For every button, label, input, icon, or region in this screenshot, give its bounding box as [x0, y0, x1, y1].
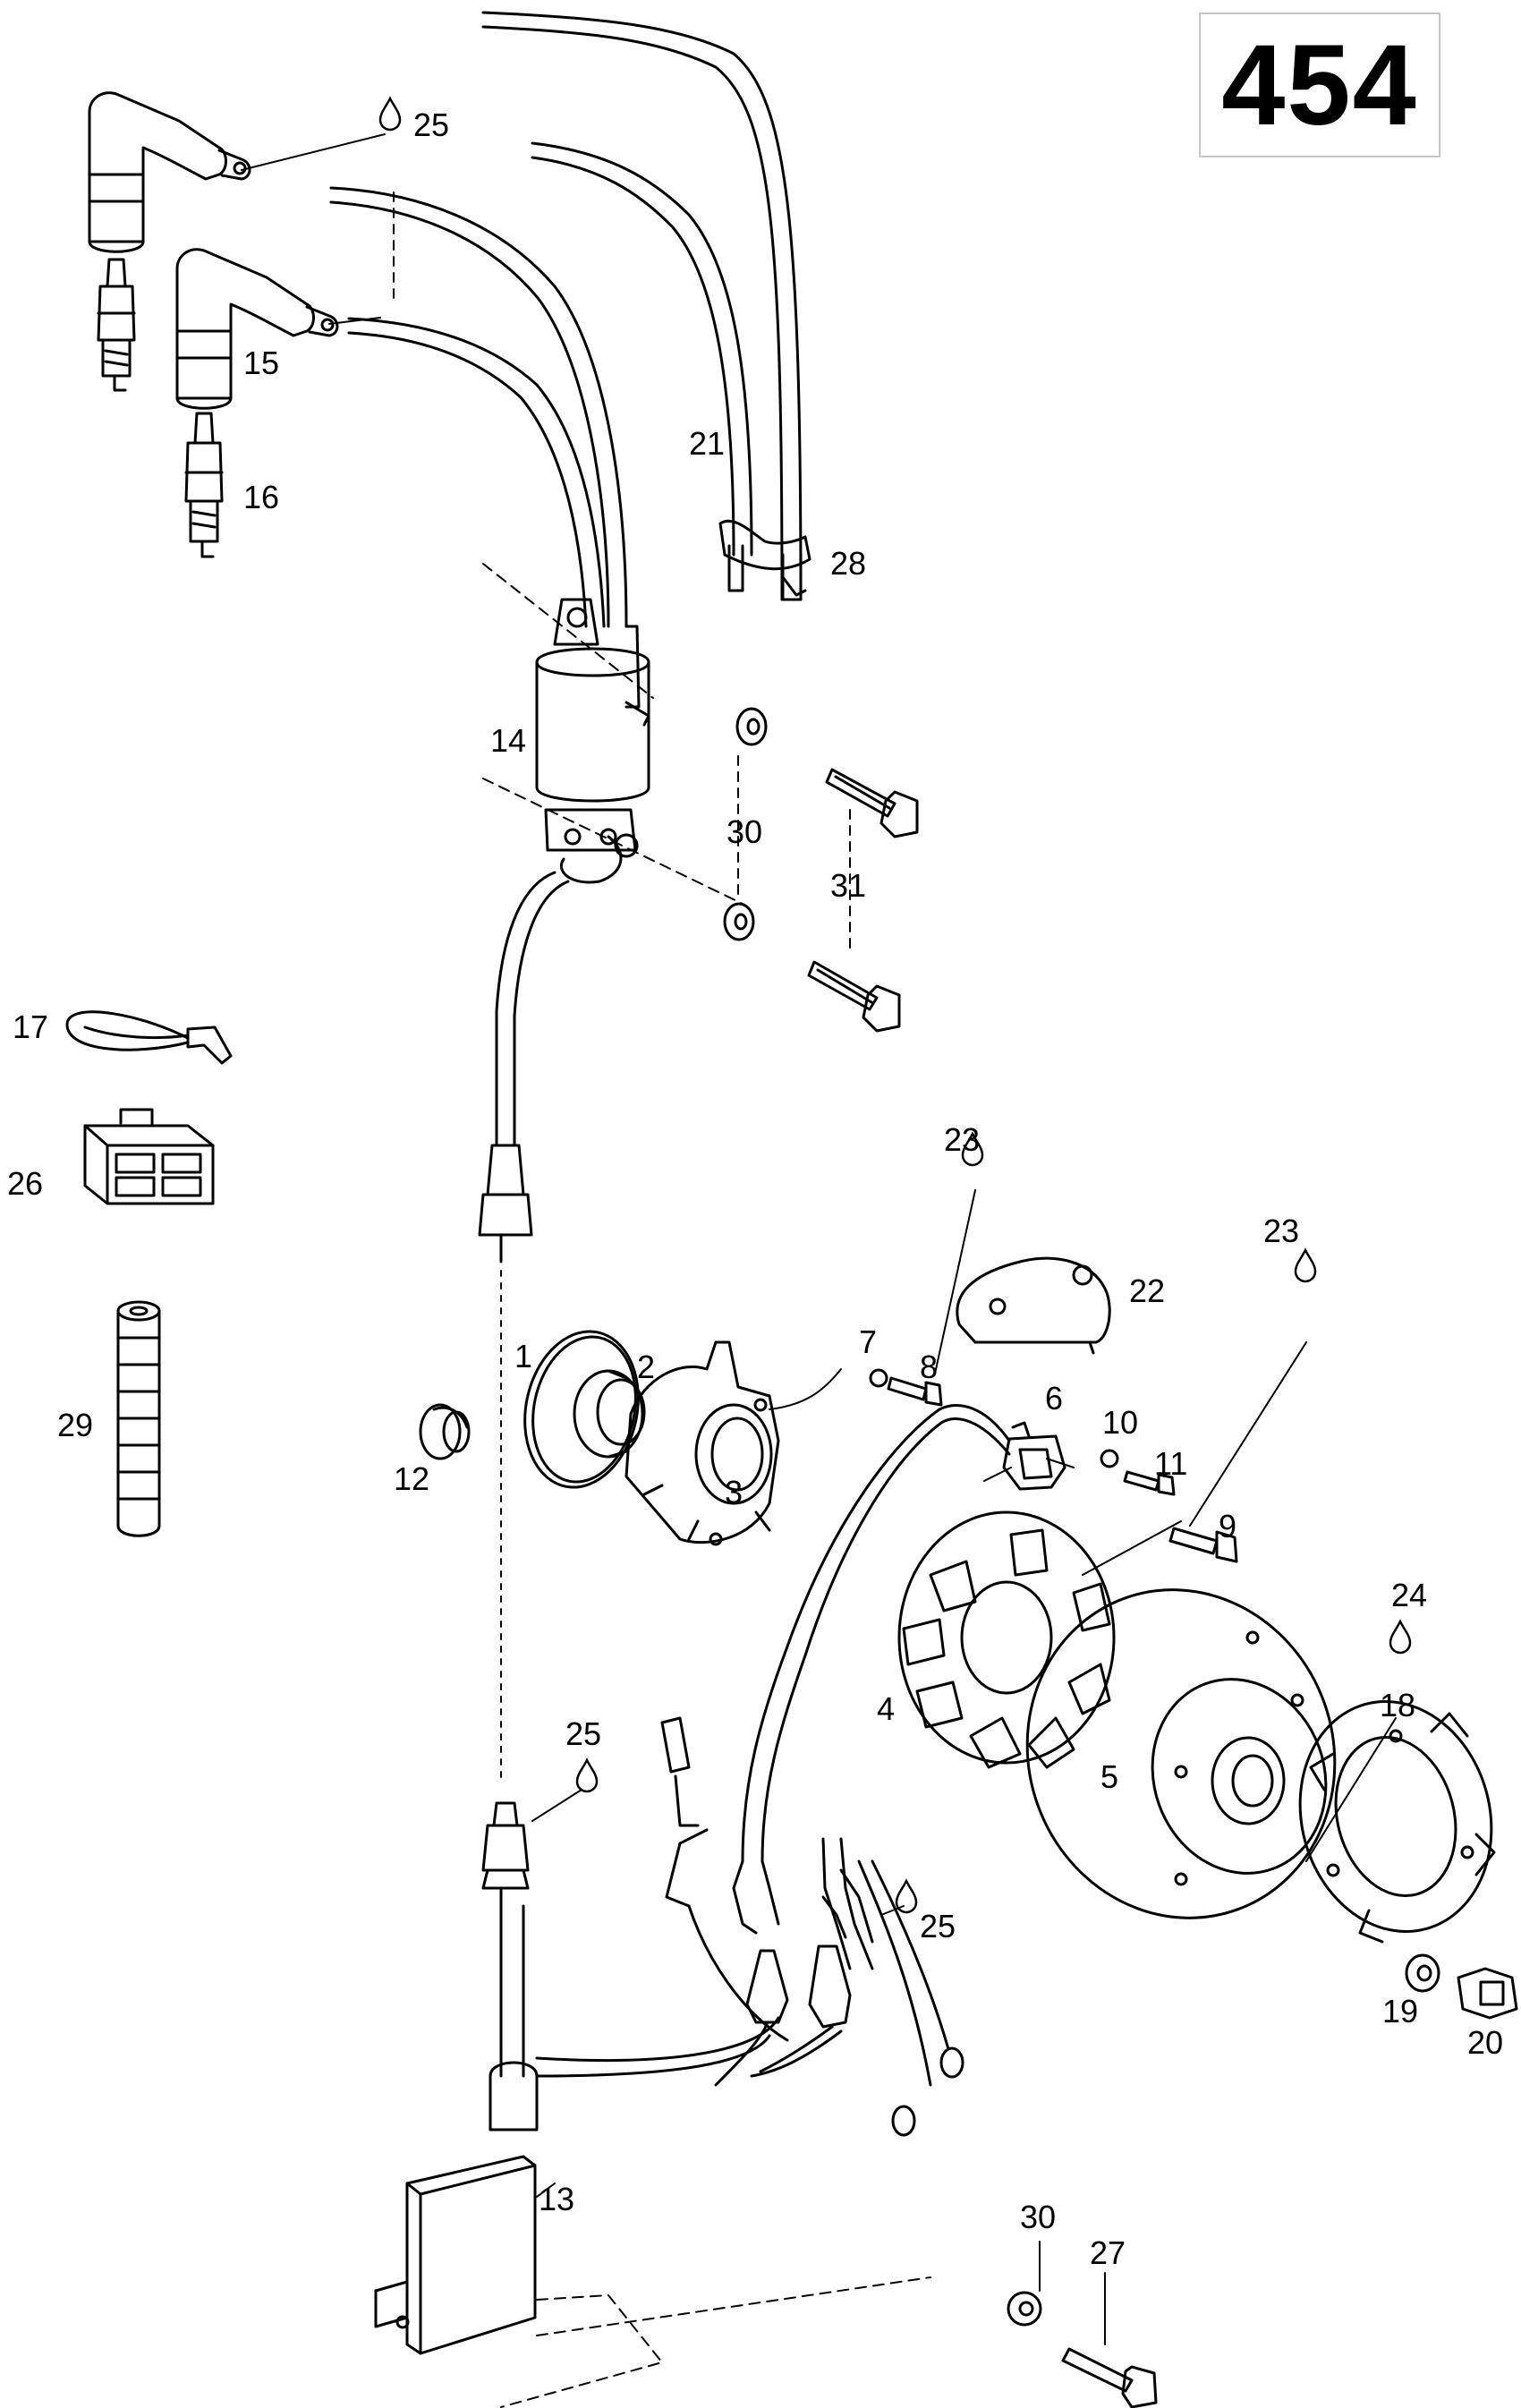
callout-28: 28: [830, 545, 867, 582]
trigger-cover: [956, 1256, 1111, 1355]
grommet: [419, 1403, 471, 1460]
washer-small: [1100, 1449, 1119, 1468]
diagram-number: 454: [1221, 21, 1418, 149]
callout-31: 31: [830, 867, 867, 904]
lock-washer-small: [869, 1368, 888, 1388]
callout-23: 23: [944, 1121, 981, 1158]
stator-plate: [625, 1340, 780, 1546]
callout-4: 4: [877, 1690, 896, 1727]
callout-19: 19: [1382, 1993, 1419, 2029]
ring-gear: [1298, 1700, 1496, 1944]
callout-21: 21: [689, 425, 726, 462]
callout-13: 13: [539, 2181, 575, 2217]
callout-3: 3: [725, 1474, 744, 1510]
callout-18: 18: [1380, 1687, 1416, 1723]
spark-plug-lower: [184, 412, 224, 558]
callout-25: 25: [920, 1908, 956, 1944]
callout-14: 14: [490, 722, 527, 759]
flywheel-bolt: [1457, 1967, 1518, 2020]
diagram-number-box: 454: [1199, 13, 1440, 157]
spark-plug-cap-lower: [175, 248, 339, 410]
callout-5: 5: [1100, 1758, 1119, 1795]
cdi-module: [374, 1904, 931, 2408]
protective-sleeve: [116, 1300, 161, 1537]
bolt-upper: [825, 768, 919, 838]
spark-plug-upper: [97, 258, 136, 392]
spark-plug-cap-upper: [88, 91, 251, 253]
screw-stator: [1168, 1527, 1238, 1563]
callout-24: 24: [1391, 1577, 1428, 1613]
callout-12: 12: [394, 1460, 430, 1497]
callout-6: 6: [1045, 1380, 1064, 1417]
coil-ground-wire: [478, 871, 570, 1264]
connector-housing: [83, 1108, 215, 1205]
oil-seal: [573, 1369, 646, 1459]
callout-29: 29: [57, 1407, 94, 1443]
callout-11: 11: [1154, 1445, 1188, 1482]
ignition-coil: [482, 563, 744, 905]
callout-10: 10: [1102, 1404, 1139, 1441]
lock-washer-cdi: [1007, 2291, 1042, 2327]
callout-25: 25: [413, 106, 450, 143]
lock-washer-upper: [735, 707, 768, 746]
callout-22: 22: [1129, 1272, 1166, 1309]
screw-trigger: [887, 1376, 943, 1407]
callout-23: 23: [1263, 1213, 1300, 1249]
cdi-connector: [481, 1801, 530, 1908]
callout-2: 2: [637, 1349, 656, 1385]
high-tension-wire: [329, 11, 803, 628]
wire-clip: [718, 519, 811, 601]
callout-16: 16: [243, 479, 280, 515]
lubricant-drop-marker: [378, 97, 1412, 1914]
lock-washer-lower: [723, 902, 755, 941]
bolt-cdi: [1061, 2347, 1158, 2408]
callout-7: 7: [859, 1323, 878, 1360]
flywheel-washer: [1405, 1953, 1440, 1993]
callout-9: 9: [1219, 1508, 1237, 1544]
callout-27: 27: [1090, 2234, 1126, 2271]
cable-tie: [65, 1010, 233, 1065]
callout-17: 17: [13, 1008, 49, 1045]
callout-26: 26: [7, 1165, 44, 1202]
callout-1: 1: [514, 1338, 533, 1374]
wiring-harness: [535, 1716, 964, 2137]
callout-8: 8: [920, 1349, 939, 1385]
callout-30: 30: [727, 813, 763, 850]
callout-30: 30: [1020, 2199, 1057, 2235]
o-ring: [523, 1330, 640, 1489]
trigger-coil: [741, 1404, 1066, 1863]
stator-coil: [897, 1510, 1116, 1769]
bolt-lower: [807, 960, 901, 1033]
callout-15: 15: [243, 345, 280, 381]
screw-small: [1123, 1470, 1176, 1496]
callout-25: 25: [565, 1715, 602, 1752]
callout-20: 20: [1467, 2024, 1504, 2061]
flywheel: [1025, 1588, 1337, 1919]
